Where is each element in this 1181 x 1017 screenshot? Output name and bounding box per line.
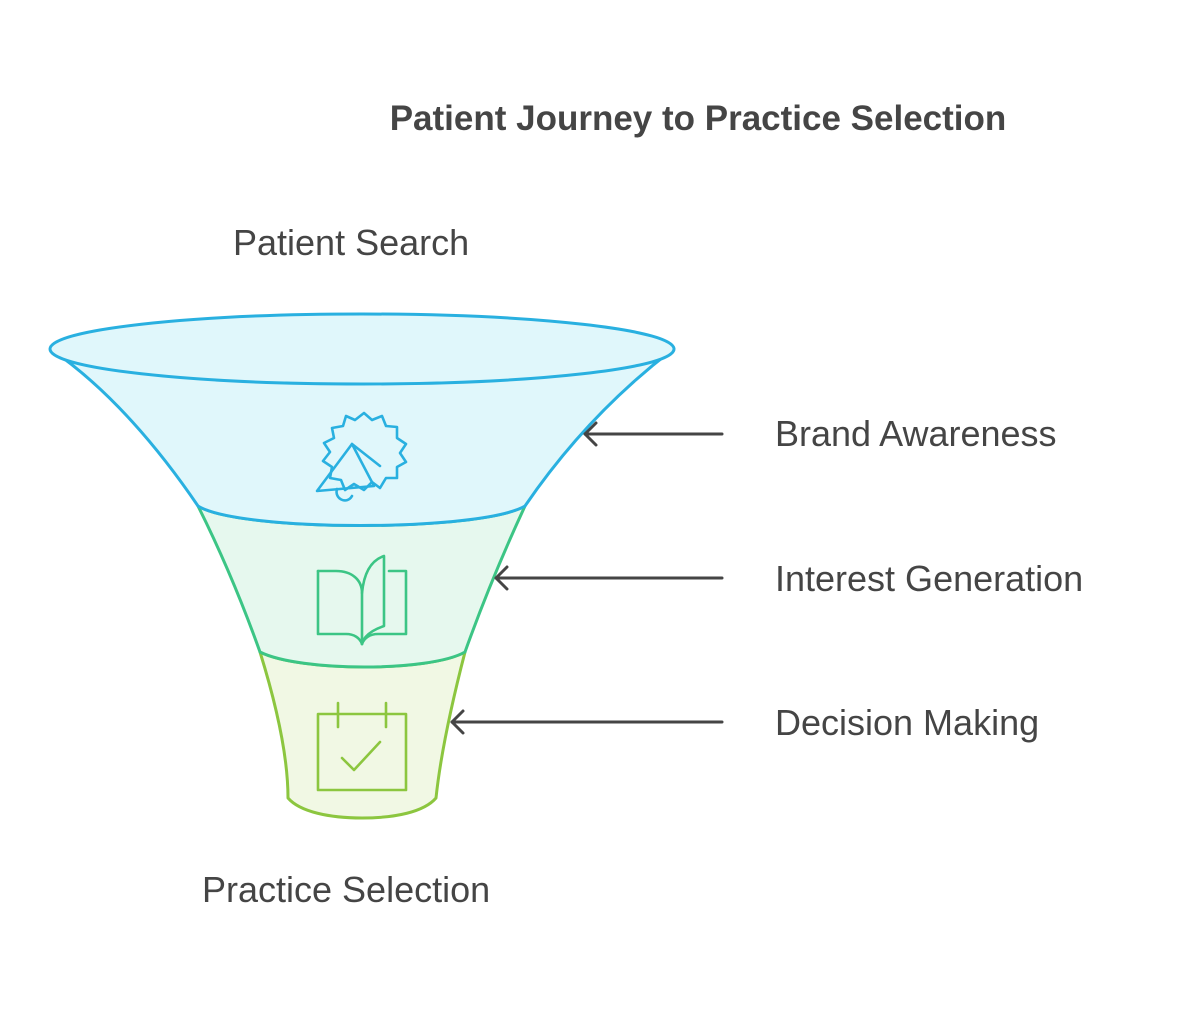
stage-label-decision-making: Decision Making <box>775 702 1040 743</box>
megaphone-icon <box>315 411 408 502</box>
funnel-opening <box>48 312 676 386</box>
funnel-segment-brand-awareness <box>50 348 674 527</box>
arrow-decision-making <box>450 709 724 735</box>
funnel-segment-decision-making <box>258 650 467 820</box>
arrow-interest-generation <box>494 565 724 591</box>
funnel-bottom-label: Practice Selection <box>202 869 491 910</box>
stage-label-brand-awareness: Brand Awareness <box>775 413 1057 454</box>
diagram-title: Patient Journey to Practice Selection <box>389 99 1007 138</box>
calendar-check-icon <box>316 701 408 792</box>
open-book-icon <box>316 554 408 646</box>
arrow-brand-awareness <box>583 421 724 447</box>
funnel-top-label: Patient Search <box>233 222 470 263</box>
stage-label-interest-generation: Interest Generation <box>775 558 1084 599</box>
